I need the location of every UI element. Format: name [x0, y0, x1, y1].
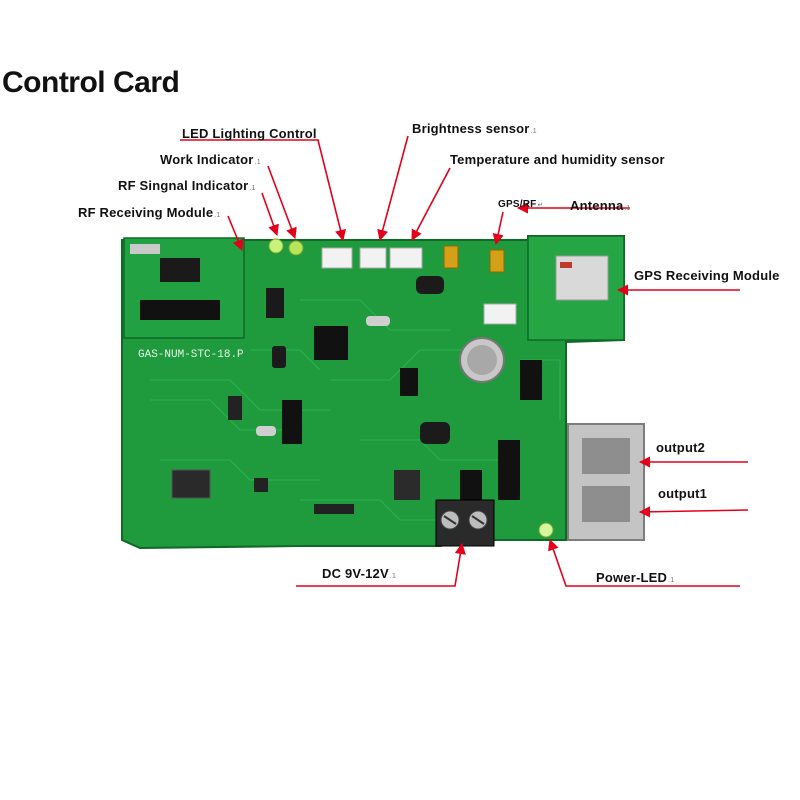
board-silkscreen: GAS-NUM-STC-18.P: [138, 349, 244, 361]
label-output2: output2: [656, 440, 706, 455]
label-output1: output1: [658, 486, 708, 501]
label-gps-rf: GPS/RF↵: [498, 199, 544, 210]
label-brightness-sensor: Brightness sensor.1: [412, 121, 537, 136]
label-antenna: Antenna.1: [570, 198, 631, 213]
page-title: Control Card: [2, 66, 180, 99]
label-power-led: Power-LED.1: [596, 570, 675, 585]
label-dc-9v-12v: DC 9V-12V.1: [322, 566, 397, 581]
label-work-indicator: Work Indicator.1: [160, 152, 261, 167]
label-gps-receiving-module: GPS Receiving Module: [634, 268, 780, 283]
label-rf-receiving-module: RF Receiving Module.1: [78, 205, 221, 220]
label-rf-signal-indicator: RF Singnal Indicator.1: [118, 178, 256, 193]
label-led-lighting-control: LED Lighting Control: [182, 126, 317, 141]
label-temperature-humidity-sensor: Temperature and humidity sensor: [450, 152, 665, 167]
